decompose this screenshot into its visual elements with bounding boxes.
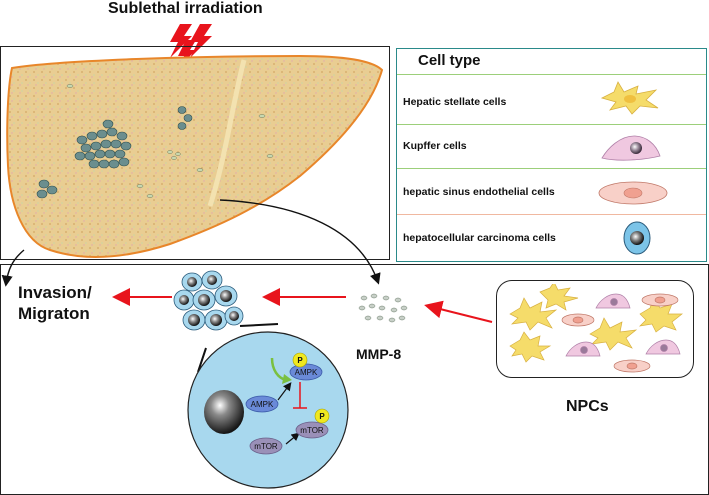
phospho-text-mtor: P bbox=[319, 412, 325, 421]
hcc-cell-icon bbox=[623, 221, 651, 255]
signaling-cell: AMPK AMPK mTOR mTOR P P bbox=[187, 331, 349, 489]
stellate-cell-icon bbox=[600, 81, 659, 115]
npcs-label: NPCs bbox=[566, 398, 609, 415]
legend-item-endothelial: hepatic sinus endothelial cells bbox=[403, 186, 555, 198]
ampk-node bbox=[245, 395, 279, 413]
invasion-label: Invasion/ bbox=[18, 283, 92, 302]
npc-cells bbox=[509, 284, 683, 373]
liver-illustration bbox=[6, 54, 384, 258]
hcc-cluster bbox=[173, 270, 244, 331]
phospho-badge-mtor bbox=[314, 408, 330, 424]
phospho-text-ampk: P bbox=[297, 356, 303, 365]
phospho-badge-ampk bbox=[292, 352, 308, 368]
legend-title: Cell type bbox=[418, 52, 481, 69]
legend-panel bbox=[396, 48, 707, 262]
ampk-p-text: AMPK bbox=[295, 368, 318, 377]
zoom-lines bbox=[197, 323, 279, 373]
legend-divider bbox=[397, 124, 706, 125]
mtor-text: mTOR bbox=[254, 442, 278, 451]
mmp8-label: MMP-8 bbox=[356, 346, 402, 362]
mtor-node bbox=[249, 437, 283, 455]
red-arrows bbox=[112, 288, 493, 323]
legend-item-kupffer: Kupffer cells bbox=[403, 140, 467, 152]
figure-title: Sublethal irradiation bbox=[108, 0, 263, 17]
legend-divider bbox=[397, 214, 706, 215]
npc-box bbox=[496, 280, 694, 378]
mtor-p-text: mTOR bbox=[300, 426, 324, 435]
kupffer-cell-icon bbox=[601, 135, 661, 161]
migration-label: Migraton bbox=[18, 304, 90, 323]
legend-divider bbox=[397, 168, 706, 169]
legend-item-stellate: Hepatic stellate cells bbox=[403, 96, 507, 108]
connector-arrows bbox=[1, 199, 381, 287]
ampk-text: AMPK bbox=[251, 400, 274, 409]
endothelial-cell-icon bbox=[598, 181, 668, 205]
liver-panel bbox=[0, 46, 390, 260]
mmp8-particles bbox=[358, 293, 408, 323]
legend-divider bbox=[397, 74, 706, 75]
mtor-p-node bbox=[295, 421, 329, 439]
legend-item-hcc: hepatocellular carcinoma cells bbox=[403, 232, 556, 244]
